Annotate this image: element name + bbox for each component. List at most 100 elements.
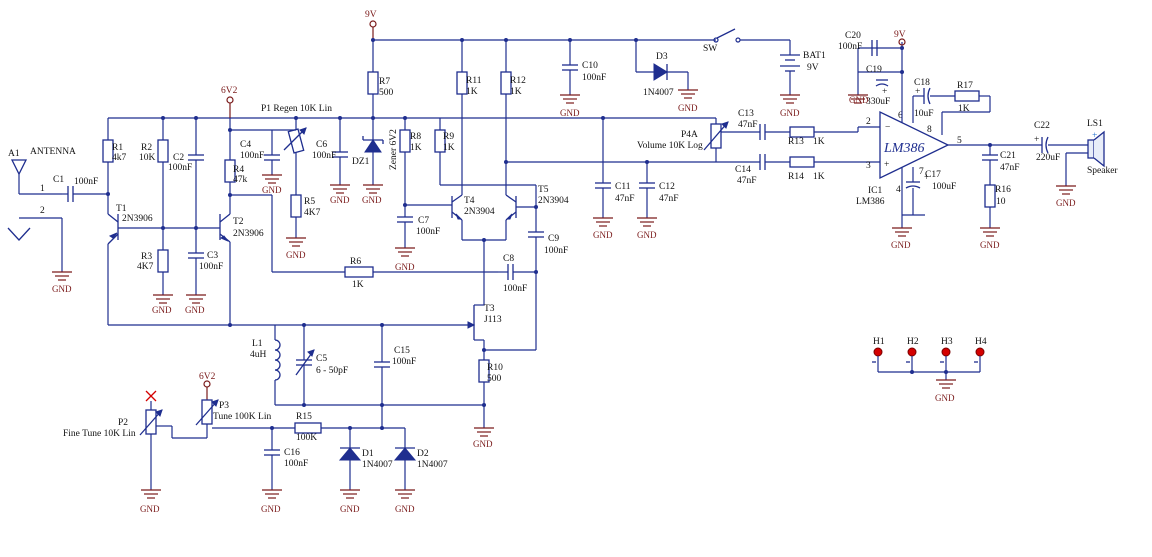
svg-text:+: +: [882, 87, 887, 97]
gnd-c7: GND: [395, 247, 415, 272]
hole-h2: [907, 347, 917, 357]
inductor-l1: L1 4uH: [250, 325, 281, 405]
svg-text:Speaker: Speaker: [1087, 166, 1118, 176]
svg-text:C7: C7: [418, 216, 429, 226]
svg-text:C12: C12: [659, 182, 675, 192]
svg-text:100nF: 100nF: [392, 357, 416, 367]
svg-text:LM386: LM386: [856, 197, 885, 207]
svg-text:2: 2: [866, 117, 871, 127]
svg-text:GND: GND: [849, 95, 869, 105]
hole-h4: [975, 347, 985, 357]
diode-d1: D1 1N4007: [338, 428, 393, 490]
svg-text:D2: D2: [417, 449, 429, 459]
svg-text:100nF: 100nF: [168, 163, 192, 173]
gnd-d2: GND: [395, 489, 415, 514]
gnd-r16: GND: [980, 227, 1000, 250]
svg-text:9V: 9V: [894, 30, 906, 40]
svg-text:C9: C9: [548, 234, 559, 244]
potentiometer-p4a: P4A Volume 10K Log: [637, 118, 760, 162]
svg-text:100nF: 100nF: [312, 151, 336, 161]
resistor-r8: R8 1K: [399, 118, 422, 205]
svg-text:GND: GND: [891, 240, 911, 250]
svg-text:R2: R2: [141, 143, 152, 153]
gnd-c11: GND: [593, 217, 613, 240]
svg-text:9V: 9V: [807, 63, 819, 73]
svg-text:100nF: 100nF: [74, 177, 98, 187]
svg-text:D1: D1: [362, 449, 374, 459]
resistor-r1: R1 4k7: [102, 118, 127, 194]
svg-text:R13: R13: [788, 137, 804, 147]
svg-text:7: 7: [919, 167, 924, 177]
capacitor-c17: C17 100uF +: [902, 167, 956, 216]
svg-text:3: 3: [866, 161, 871, 171]
capacitor-c7: C7 100nF: [397, 205, 440, 248]
svg-text:GND: GND: [935, 393, 955, 403]
gnd-d1: GND: [340, 489, 360, 514]
svg-text:1K: 1K: [443, 143, 455, 153]
svg-text:1N4007: 1N4007: [417, 460, 448, 470]
svg-text:10K: 10K: [139, 153, 156, 163]
svg-text:C6: C6: [316, 140, 327, 150]
power-6v2-top: 6V2: [221, 86, 238, 118]
svg-text:C14: C14: [735, 165, 751, 175]
capacitor-c1: C1 100nF: [53, 175, 108, 202]
svg-text:GND: GND: [286, 250, 306, 260]
svg-text:R8: R8: [410, 132, 421, 142]
svg-text:+: +: [1034, 135, 1039, 145]
svg-text:T1: T1: [116, 204, 127, 214]
resistor-r13: R13 1K: [788, 126, 880, 147]
resistor-r15: R15 100K: [294, 412, 405, 443]
svg-text:Zener 6V2: Zener 6V2: [389, 129, 399, 170]
svg-text:R6: R6: [350, 257, 361, 267]
diode-d3: D3 1N4007: [635, 40, 689, 98]
svg-text:Volume 10K Log: Volume 10K Log: [637, 141, 703, 151]
battery-bat1: BAT1 9V: [780, 40, 826, 95]
svg-text:GND: GND: [261, 504, 281, 514]
svg-text:8: 8: [927, 125, 932, 135]
svg-text:D3: D3: [656, 52, 668, 62]
capacitor-c8: C8 100nF: [498, 254, 536, 294]
capacitor-c10: C10 100nF: [562, 40, 606, 95]
svg-text:C2: C2: [173, 153, 184, 163]
svg-text:P4A: P4A: [681, 130, 698, 140]
gnd-c6: GND: [330, 184, 350, 205]
svg-text:47k: 47k: [233, 175, 248, 185]
svg-text:2N3904: 2N3904: [538, 196, 569, 206]
svg-text:H3: H3: [941, 337, 953, 347]
transistor-t1: T1 2N3906: [107, 194, 163, 325]
svg-text:Fine Tune 10K Lin: Fine Tune 10K Lin: [63, 429, 136, 439]
svg-text:GND: GND: [593, 230, 613, 240]
svg-text:47nF: 47nF: [1000, 163, 1020, 173]
svg-text:GND: GND: [473, 439, 493, 449]
svg-text:R1: R1: [112, 143, 123, 153]
svg-text:C13: C13: [738, 109, 754, 119]
svg-text:GND: GND: [980, 240, 1000, 250]
svg-text:GND: GND: [330, 195, 350, 205]
svg-text:100nF: 100nF: [503, 284, 527, 294]
capacitor-c15: C15 100nF: [374, 325, 416, 428]
svg-text:100uF: 100uF: [932, 182, 956, 192]
svg-text:1K: 1K: [813, 172, 825, 182]
svg-text:100nF: 100nF: [284, 459, 308, 469]
svg-text:100nF: 100nF: [240, 151, 264, 161]
potentiometer-p1: P1 Regen 10K Lin: [261, 104, 332, 195]
svg-text:C3: C3: [207, 251, 218, 261]
svg-text:GND: GND: [637, 230, 657, 240]
svg-text:10uF: 10uF: [914, 109, 934, 119]
power-6v2-low: 6V2: [199, 372, 216, 400]
svg-text:H2: H2: [907, 337, 919, 347]
svg-text:1N4007: 1N4007: [362, 460, 393, 470]
resistor-r3: R3 4K7: [137, 249, 169, 295]
power-9v-top: 9V: [365, 10, 377, 40]
svg-text:SW: SW: [703, 44, 717, 54]
svg-text:P2: P2: [118, 418, 128, 428]
gnd-c4: GND: [262, 174, 282, 195]
svg-text:4K7: 4K7: [137, 262, 154, 272]
svg-text:500: 500: [379, 88, 394, 98]
svg-text:GND: GND: [52, 284, 72, 294]
capacitor-c3: C3 100nF: [188, 228, 223, 295]
svg-text:1K: 1K: [510, 87, 522, 97]
svg-text:R4: R4: [233, 165, 244, 175]
svg-text:C21: C21: [1000, 151, 1016, 161]
svg-text:GND: GND: [152, 305, 172, 315]
